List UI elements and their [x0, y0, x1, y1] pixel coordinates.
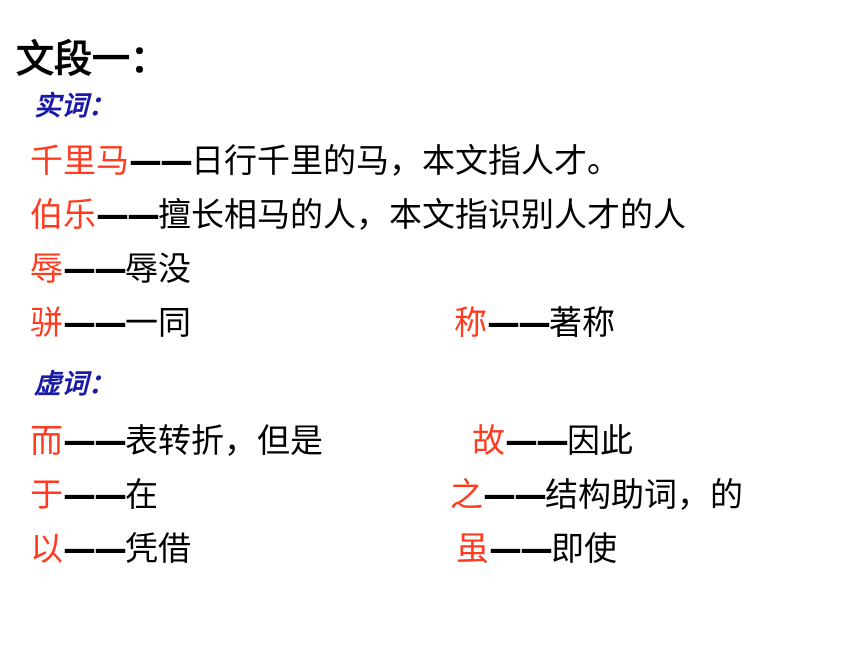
dash: —— [63, 529, 127, 568]
dash: —— [63, 421, 127, 460]
dash: —— [505, 421, 569, 460]
vocab-definition: 因此 [567, 421, 633, 460]
vocab-term: 于 [30, 475, 63, 514]
vocab-definition: 擅长相马的人，本文指识别人才的人 [158, 195, 686, 234]
vocab-definition: 著称 [549, 303, 615, 342]
vocab-term: 之 [450, 475, 483, 514]
vocab-term: 而 [30, 421, 63, 460]
vocab-entry: 骈——一同 [30, 296, 191, 344]
vocab-definition: 凭借 [125, 529, 191, 568]
vocab-term: 以 [30, 529, 63, 568]
dash: —— [487, 303, 551, 342]
vocab-term: 称 [454, 303, 487, 342]
vocab-entry: 辱——辱没 [30, 242, 191, 290]
dash: —— [63, 303, 127, 342]
vocab-term: 骈 [30, 303, 63, 342]
vocab-term: 伯乐 [30, 195, 96, 234]
vocab-definition: 即使 [551, 529, 617, 568]
vocab-entry: 千里马——日行千里的马，本文指人才。 [30, 134, 620, 182]
vocab-entry: 虽——即使 [456, 522, 617, 570]
section-label-function-words: 虚词： [34, 369, 115, 400]
dash: —— [96, 195, 160, 234]
dash: —— [63, 249, 127, 288]
vocab-definition: 一同 [125, 303, 191, 342]
vocab-term: 辱 [30, 249, 63, 288]
vocab-entry: 伯乐——擅长相马的人，本文指识别人才的人 [30, 188, 686, 236]
vocab-entry: 于——在 [30, 468, 158, 516]
page-title: 文段一： [16, 37, 169, 81]
vocab-entry: 以——凭借 [30, 522, 191, 570]
vocab-term: 千里马 [30, 141, 129, 180]
vocab-term: 虽 [456, 529, 489, 568]
vocab-definition: 表转折，但是 [125, 421, 323, 460]
vocab-entry: 而——表转折，但是 [30, 414, 323, 462]
dash: —— [63, 475, 127, 514]
vocab-entry: 故——因此 [472, 414, 633, 462]
dash: —— [489, 529, 553, 568]
section-label-content-words: 实词： [34, 91, 115, 122]
vocab-definition: 日行千里的马，本文指人才。 [191, 141, 620, 180]
dash: —— [483, 475, 547, 514]
vocab-definition: 结构助词，的 [545, 475, 743, 514]
vocab-definition: 辱没 [125, 249, 191, 288]
vocab-definition: 在 [125, 475, 158, 514]
vocab-entry: 之——结构助词，的 [450, 468, 743, 516]
vocab-term: 故 [472, 421, 505, 460]
vocab-entry: 称——著称 [454, 296, 615, 344]
dash: —— [129, 141, 193, 180]
